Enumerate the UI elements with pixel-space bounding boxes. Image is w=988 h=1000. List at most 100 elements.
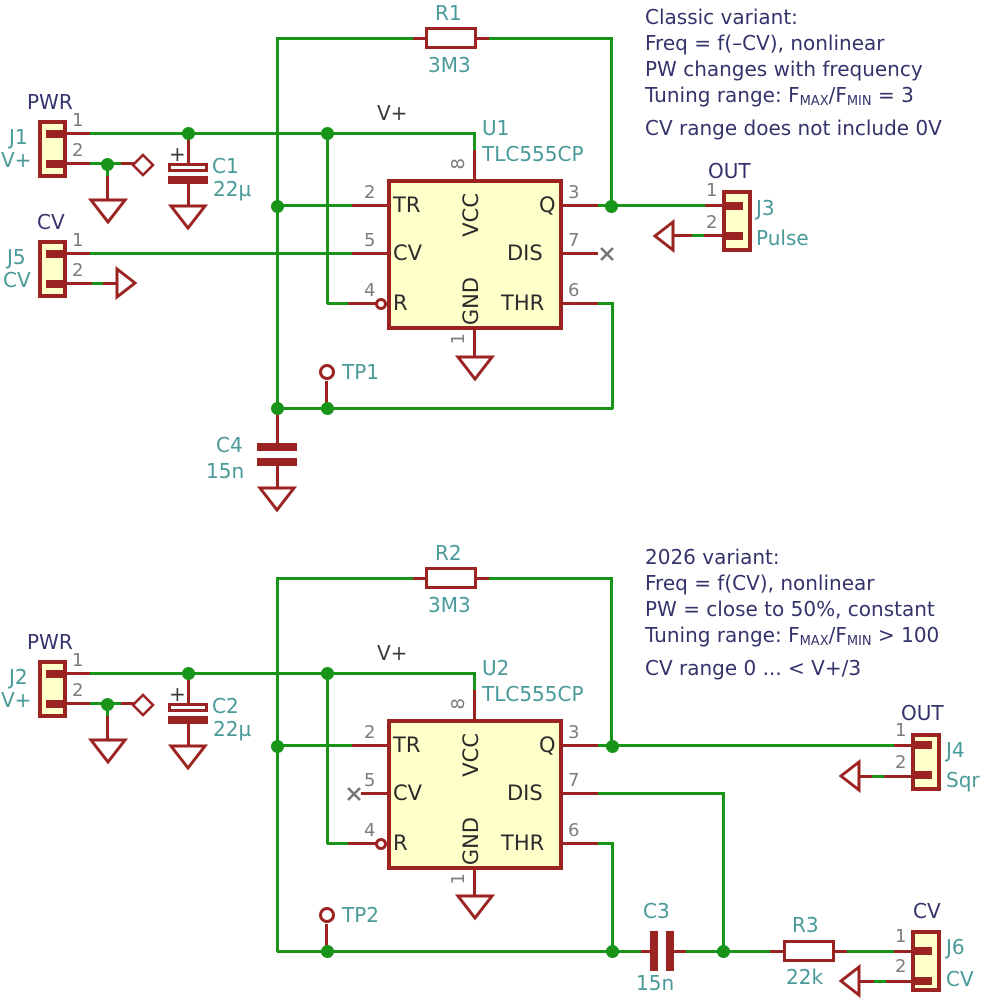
annotation-line: Tuning range: FMAX/FMIN > 100 <box>645 623 940 649</box>
pin-stub <box>352 744 387 747</box>
pin-name: THR <box>501 831 545 855</box>
no-connect-x-icon <box>347 787 361 801</box>
annotation-line: Freq = f(–CV), nonlinear <box>645 31 885 55</box>
pin-number: 5 <box>364 770 376 791</box>
cap-lead <box>276 466 279 488</box>
pin-stub <box>348 842 376 845</box>
wire <box>327 302 348 305</box>
wire <box>598 842 614 845</box>
wire <box>277 744 352 747</box>
wire <box>90 252 352 255</box>
pin-stub <box>894 744 911 747</box>
wire <box>90 132 476 135</box>
net-label: V+ <box>377 641 408 665</box>
wire <box>276 577 279 952</box>
connector-j1 <box>38 120 67 178</box>
pin-stub <box>473 150 476 179</box>
ground-icon <box>88 198 128 225</box>
annotation-line: PW = close to 50%, constant <box>645 597 935 621</box>
junction <box>271 402 284 415</box>
component-value: 3M3 <box>428 593 471 617</box>
pin-stub <box>67 132 90 135</box>
cap-plate <box>257 458 297 466</box>
connector-pin <box>915 947 932 955</box>
pin-name: THR <box>501 291 545 315</box>
pin-stub <box>563 792 598 795</box>
junction <box>182 127 195 140</box>
ground-icon <box>168 204 208 231</box>
pin-stub <box>67 672 90 675</box>
pin-stub <box>563 204 598 207</box>
connector-label: CV <box>913 899 941 923</box>
connector-ref: J5 <box>7 245 26 269</box>
component-ref: C4 <box>216 433 243 457</box>
cap-lead <box>187 676 190 703</box>
no-connect-x-icon <box>600 247 614 261</box>
connector-pin <box>46 160 63 168</box>
component-ref: R1 <box>435 1 462 25</box>
pin-number: 1 <box>448 333 469 345</box>
pin-number: 2 <box>364 722 376 743</box>
resistor-r1 <box>425 27 477 49</box>
wire <box>92 282 103 285</box>
junction <box>606 740 619 753</box>
connector-pin <box>915 977 932 985</box>
pin-stub <box>67 162 90 165</box>
arrow-left-icon <box>838 759 861 793</box>
pin-number: 7 <box>568 770 580 791</box>
cap-plate <box>168 176 208 184</box>
wire <box>598 792 725 795</box>
cap-plate <box>168 716 208 724</box>
pin-number: 2 <box>364 182 376 203</box>
connector-label: OUT <box>708 159 751 183</box>
component-value: TLC555CP <box>482 682 584 706</box>
component-value: 15n <box>206 459 245 483</box>
pin-stub <box>473 870 476 897</box>
wire <box>277 204 352 207</box>
connector-value: CV <box>3 268 31 292</box>
connector-pin <box>46 250 63 258</box>
reset-pin-bubble <box>375 838 387 850</box>
wire <box>611 302 614 409</box>
pin-name: CV <box>393 781 423 805</box>
cap-plate <box>168 163 208 172</box>
ic-u2-body <box>387 719 563 870</box>
component-ref: R3 <box>792 913 819 937</box>
wire <box>326 672 329 844</box>
component-value: 22µ <box>213 177 252 201</box>
ground-icon <box>257 486 297 513</box>
polarity-plus: + <box>169 142 186 166</box>
component-ref: U2 <box>482 656 510 680</box>
cap-plate <box>666 931 674 971</box>
annotation-line: 2026 variant: <box>645 545 780 569</box>
wire <box>872 775 884 778</box>
pin-number: 2 <box>895 752 907 773</box>
annotation-line: Tuning range: FMAX/FMIN = 3 <box>645 83 914 109</box>
wire <box>598 204 705 207</box>
junction <box>101 158 114 171</box>
polarity-plus: + <box>169 682 186 706</box>
component-value: 22k <box>786 965 824 989</box>
pin-number: 1 <box>72 110 84 131</box>
pin-stub <box>352 204 387 207</box>
wire <box>611 842 614 952</box>
connector-ref: J1 <box>9 125 28 149</box>
pin-number: 2 <box>706 212 718 233</box>
res-lead <box>477 577 489 580</box>
pin-name: Q <box>539 193 556 217</box>
pin-stub <box>894 950 911 953</box>
pin-number: 8 <box>448 158 469 170</box>
junction <box>271 200 284 213</box>
res-lead <box>477 37 489 40</box>
pin-name: GND <box>459 817 483 866</box>
pin-number: 5 <box>364 230 376 251</box>
pin-stub <box>106 176 109 201</box>
connector-ref: J4 <box>946 738 965 762</box>
annotation-classic: Classic variant: Freq = f(–CV), nonlinea… <box>645 4 988 141</box>
ground-icon <box>88 738 128 765</box>
connector-pin <box>726 232 743 240</box>
pin-number: 7 <box>568 230 580 251</box>
wire <box>692 234 704 237</box>
pin-stub <box>563 302 598 305</box>
